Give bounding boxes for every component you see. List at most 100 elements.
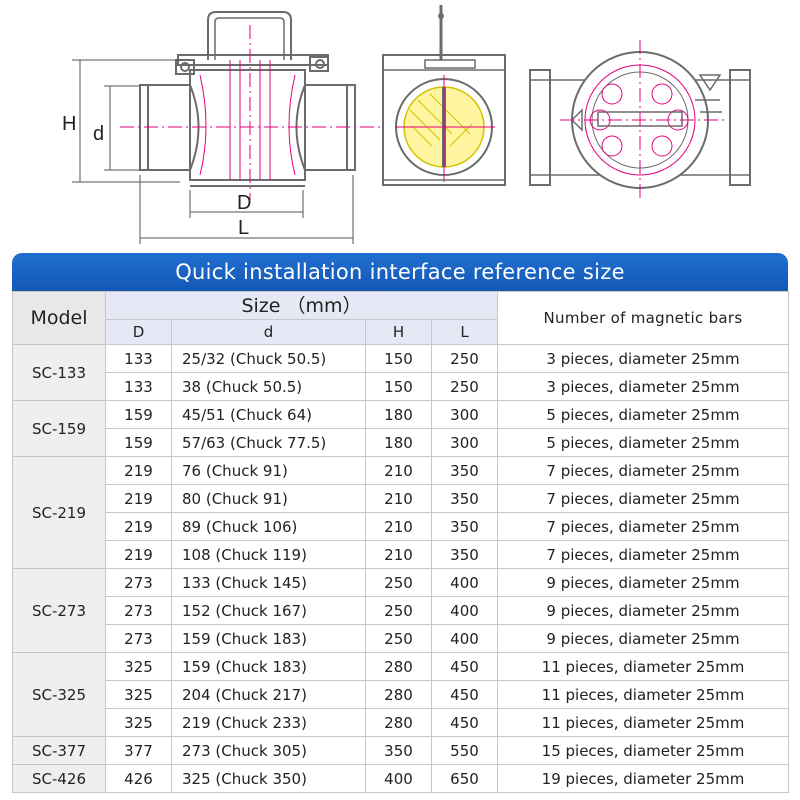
- cell-bars: 3 pieces, diameter 25mm: [497, 372, 789, 401]
- col-header-L: L: [431, 319, 498, 345]
- cell-H: 150: [365, 344, 432, 373]
- cell-D: 273: [105, 568, 172, 597]
- cell-L: 450: [431, 708, 498, 737]
- cell-H: 250: [365, 624, 432, 653]
- cell-d: 45/51 (Chuck 64): [171, 400, 366, 429]
- cell-d: 219 (Chuck 233): [171, 708, 366, 737]
- cell-d: 57/63 (Chuck 77.5): [171, 428, 366, 457]
- cell-H: 280: [365, 680, 432, 709]
- cell-d: 159 (Chuck 183): [171, 624, 366, 653]
- cell-d: 273 (Chuck 305): [171, 736, 366, 765]
- cell-d: 152 (Chuck 167): [171, 596, 366, 625]
- cell-d: 25/32 (Chuck 50.5): [171, 344, 366, 373]
- cell-H: 210: [365, 484, 432, 513]
- cell-D: 219: [105, 484, 172, 513]
- cell-D: 325: [105, 652, 172, 681]
- model-cell: SC-377: [12, 736, 106, 765]
- cell-L: 250: [431, 344, 498, 373]
- cell-H: 210: [365, 512, 432, 541]
- cell-D: 219: [105, 512, 172, 541]
- cell-D: 325: [105, 708, 172, 737]
- table-title: Quick installation interface reference s…: [12, 253, 788, 291]
- dimension-lines: [72, 59, 354, 244]
- model-cell: SC-159: [12, 400, 106, 457]
- cell-bars: 7 pieces, diameter 25mm: [497, 456, 789, 485]
- cell-L: 300: [431, 400, 498, 429]
- cell-H: 180: [365, 400, 432, 429]
- cell-H: 150: [365, 372, 432, 401]
- cell-bars: 19 pieces, diameter 25mm: [497, 764, 789, 793]
- cell-D: 426: [105, 764, 172, 793]
- cell-bars: 11 pieces, diameter 25mm: [497, 652, 789, 681]
- dim-label-H: H: [62, 113, 76, 135]
- cell-bars: 9 pieces, diameter 25mm: [497, 568, 789, 597]
- col-header-bars: Number of magnetic bars: [497, 291, 789, 345]
- cell-bars: 7 pieces, diameter 25mm: [497, 512, 789, 541]
- cell-L: 450: [431, 652, 498, 681]
- cell-L: 450: [431, 680, 498, 709]
- cell-L: 550: [431, 736, 498, 765]
- cell-D: 219: [105, 540, 172, 569]
- cell-D: 377: [105, 736, 172, 765]
- cell-H: 250: [365, 568, 432, 597]
- cell-d: 108 (Chuck 119): [171, 540, 366, 569]
- cell-H: 400: [365, 764, 432, 793]
- cell-bars: 7 pieces, diameter 25mm: [497, 484, 789, 513]
- model-cell: SC-325: [12, 652, 106, 737]
- cell-bars: 9 pieces, diameter 25mm: [497, 596, 789, 625]
- cell-D: 273: [105, 596, 172, 625]
- cell-L: 250: [431, 372, 498, 401]
- cell-d: 38 (Chuck 50.5): [171, 372, 366, 401]
- col-header-d: d: [171, 319, 366, 345]
- model-cell: SC-273: [12, 568, 106, 653]
- cell-bars: 5 pieces, diameter 25mm: [497, 428, 789, 457]
- front-view: [139, 11, 356, 187]
- cell-d: 159 (Chuck 183): [171, 652, 366, 681]
- cell-bars: 7 pieces, diameter 25mm: [497, 540, 789, 569]
- spec-table-section: Quick installation interface reference s…: [12, 253, 789, 793]
- cell-d: 204 (Chuck 217): [171, 680, 366, 709]
- cell-d: 76 (Chuck 91): [171, 456, 366, 485]
- cell-H: 350: [365, 736, 432, 765]
- cell-d: 325 (Chuck 350): [171, 764, 366, 793]
- model-cell: SC-133: [12, 344, 106, 401]
- cell-D: 159: [105, 428, 172, 457]
- col-header-size: Size （mm）: [105, 291, 498, 320]
- cell-d: 89 (Chuck 106): [171, 512, 366, 541]
- cell-H: 250: [365, 596, 432, 625]
- cell-bars: 9 pieces, diameter 25mm: [497, 624, 789, 653]
- side-view: [382, 5, 506, 186]
- cell-bars: 5 pieces, diameter 25mm: [497, 400, 789, 429]
- dim-label-d: d: [93, 123, 104, 145]
- cell-H: 210: [365, 540, 432, 569]
- spec-table: Model Size （mm） Number of magnetic bars …: [12, 291, 789, 793]
- cell-D: 159: [105, 400, 172, 429]
- col-header-model: Model: [12, 291, 106, 345]
- cell-bars: 11 pieces, diameter 25mm: [497, 680, 789, 709]
- model-cell: SC-426: [12, 764, 106, 793]
- col-header-H: H: [365, 319, 432, 345]
- cell-L: 650: [431, 764, 498, 793]
- technical-drawings: H d D L: [62, 5, 751, 244]
- cell-H: 280: [365, 708, 432, 737]
- cell-L: 350: [431, 540, 498, 569]
- cell-L: 350: [431, 456, 498, 485]
- dim-label-L: L: [238, 217, 249, 239]
- cell-H: 180: [365, 428, 432, 457]
- cell-D: 133: [105, 372, 172, 401]
- cell-d: 80 (Chuck 91): [171, 484, 366, 513]
- cell-bars: 3 pieces, diameter 25mm: [497, 344, 789, 373]
- dim-label-D: D: [237, 192, 251, 214]
